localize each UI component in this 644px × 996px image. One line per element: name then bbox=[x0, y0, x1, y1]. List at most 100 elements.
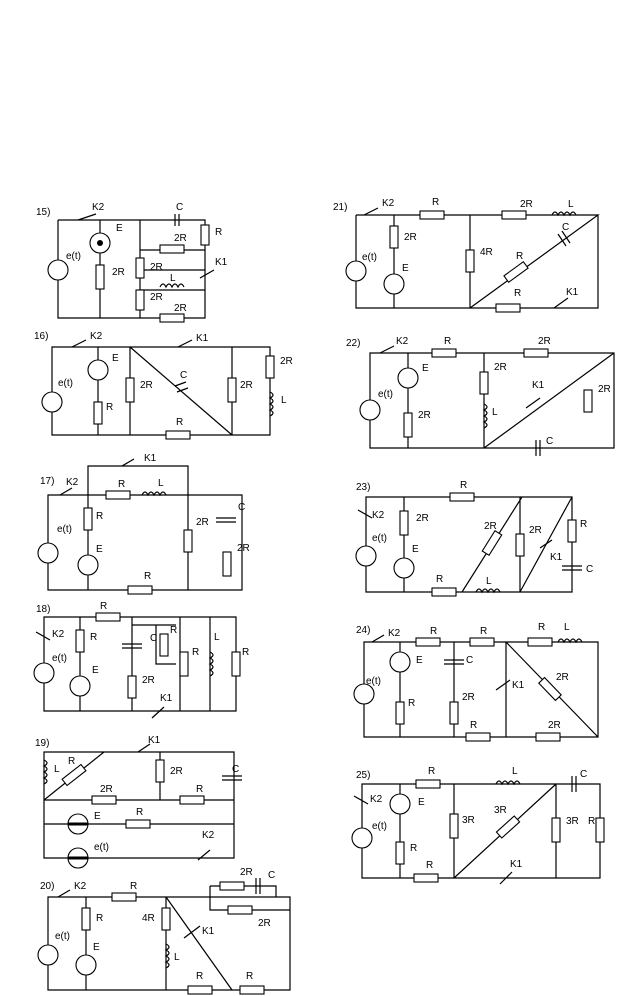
L-label: L bbox=[568, 199, 574, 210]
r-label: 3R bbox=[494, 805, 507, 816]
e-label: e(t) bbox=[372, 821, 387, 832]
E-label: E bbox=[402, 263, 409, 274]
r-label: 3R bbox=[462, 815, 475, 826]
k1-label: K1 bbox=[550, 552, 563, 563]
r-label: 2R bbox=[529, 525, 542, 536]
k2-label: K2 bbox=[370, 794, 383, 805]
L-label: L bbox=[486, 576, 492, 587]
C-label: C bbox=[562, 222, 569, 233]
r-label: R bbox=[426, 860, 433, 871]
circuit-17: 17) K2 K1 e(t) E R R R 2R 2R L C bbox=[37, 453, 250, 595]
r-label: R bbox=[460, 480, 467, 491]
E-label: E bbox=[412, 544, 419, 555]
e-label: e(t) bbox=[57, 524, 72, 535]
circuit-23: 23) K2 K1 e(t) E 2R R 2R 2R R R L C bbox=[355, 480, 593, 597]
r-label: 2R bbox=[258, 918, 271, 929]
circuit-25: 25) K2 K1 e(t) E R R 3R 3R 3R R R L C bbox=[351, 766, 605, 885]
k2-label: K2 bbox=[74, 881, 87, 892]
e-label: e(t) bbox=[52, 653, 67, 664]
k2-label: K2 bbox=[92, 202, 105, 213]
r-label: R bbox=[580, 519, 587, 530]
E-label: E bbox=[92, 665, 99, 676]
k2-label: K2 bbox=[52, 629, 65, 640]
r-label: 2R bbox=[174, 303, 187, 314]
circuit-22: 22) K2 K1 e(t) E 2R R 2R 2R 2R L C bbox=[346, 336, 615, 456]
L-label: L bbox=[174, 952, 180, 963]
r-label: R bbox=[430, 626, 437, 637]
circuit-number: 17) bbox=[40, 476, 54, 487]
e-label: e(t) bbox=[362, 252, 377, 263]
r-label: R bbox=[588, 816, 595, 827]
circuit-24: 24) K2 K1 e(t) E R R R R 2R R 2R 2R L C bbox=[353, 622, 599, 742]
r-label: R bbox=[242, 647, 249, 658]
circuit-number: 23) bbox=[356, 482, 370, 493]
L-label: L bbox=[54, 764, 60, 775]
circuit-number: 20) bbox=[40, 881, 54, 892]
r-label: R bbox=[192, 647, 199, 658]
k2-label: K2 bbox=[388, 628, 401, 639]
C-label: C bbox=[180, 370, 187, 381]
r-label: 2R bbox=[462, 692, 475, 703]
E-label: E bbox=[112, 353, 119, 364]
C-label: C bbox=[580, 769, 587, 780]
r-label: 2R bbox=[174, 233, 187, 244]
r-label: R bbox=[118, 479, 125, 490]
r-label: R bbox=[170, 625, 177, 636]
circuit-19: 19) K1 K2 L R 2R 2R R R C E e(t) bbox=[35, 735, 242, 869]
r-label: 2R bbox=[240, 380, 253, 391]
k1-label: K1 bbox=[532, 380, 545, 391]
r-label: R bbox=[444, 336, 451, 347]
C-label: C bbox=[268, 870, 275, 881]
k1-label: K1 bbox=[215, 257, 228, 268]
r-label: R bbox=[96, 511, 103, 522]
r-label: 4R bbox=[480, 247, 493, 258]
r-label: 2R bbox=[240, 867, 253, 878]
circuit-18: 18) K2 K1 e(t) E R R 2R R R R L C bbox=[33, 601, 249, 719]
r-label: 2R bbox=[494, 362, 507, 373]
k1-label: K1 bbox=[160, 693, 173, 704]
r-label: 2R bbox=[170, 766, 183, 777]
r-label: R bbox=[432, 197, 439, 208]
L-label: L bbox=[214, 632, 220, 643]
e-label: e(t) bbox=[58, 378, 73, 389]
r-label: R bbox=[90, 632, 97, 643]
r-label: R bbox=[428, 766, 435, 777]
circuit-number: 22) bbox=[346, 338, 360, 349]
r-label: R bbox=[215, 227, 222, 238]
L-label: L bbox=[158, 478, 164, 489]
e-label: e(t) bbox=[94, 842, 109, 853]
r-label: 2R bbox=[520, 199, 533, 210]
r-label: 2R bbox=[484, 521, 497, 532]
E-label: E bbox=[96, 544, 103, 555]
k1-label: K1 bbox=[510, 859, 523, 870]
k1-label: K1 bbox=[196, 333, 209, 344]
circuit-15: 15) K2 e(t) E 2R 2R 2R 2R 2R R L C K1 bbox=[36, 202, 228, 323]
r-label: 2R bbox=[556, 672, 569, 683]
r-label: R bbox=[176, 417, 183, 428]
k1-label: K1 bbox=[202, 926, 215, 937]
r-label: R bbox=[246, 971, 253, 982]
r-label: 2R bbox=[404, 232, 417, 243]
r-label: R bbox=[480, 626, 487, 637]
e-label: e(t) bbox=[55, 931, 70, 942]
C-label: C bbox=[176, 202, 183, 213]
k2-label: K2 bbox=[90, 331, 103, 342]
C-label: C bbox=[150, 633, 157, 644]
E-label: E bbox=[422, 363, 429, 374]
r-label: R bbox=[100, 601, 107, 612]
r-label: R bbox=[130, 881, 137, 892]
k1-label: K1 bbox=[148, 735, 161, 746]
k2-label: K2 bbox=[382, 198, 395, 209]
r-label: R bbox=[196, 971, 203, 982]
r-label: 2R bbox=[150, 292, 163, 303]
E-label: E bbox=[116, 223, 123, 234]
circuit-number: 16) bbox=[34, 331, 48, 342]
r-label: R bbox=[408, 698, 415, 709]
circuit-number: 24) bbox=[356, 625, 370, 636]
e-label: e(t) bbox=[378, 389, 393, 400]
r-label: R bbox=[96, 913, 103, 924]
L-label: L bbox=[564, 622, 570, 633]
circuit-number: 15) bbox=[36, 207, 50, 218]
k1-label: K1 bbox=[512, 680, 525, 691]
